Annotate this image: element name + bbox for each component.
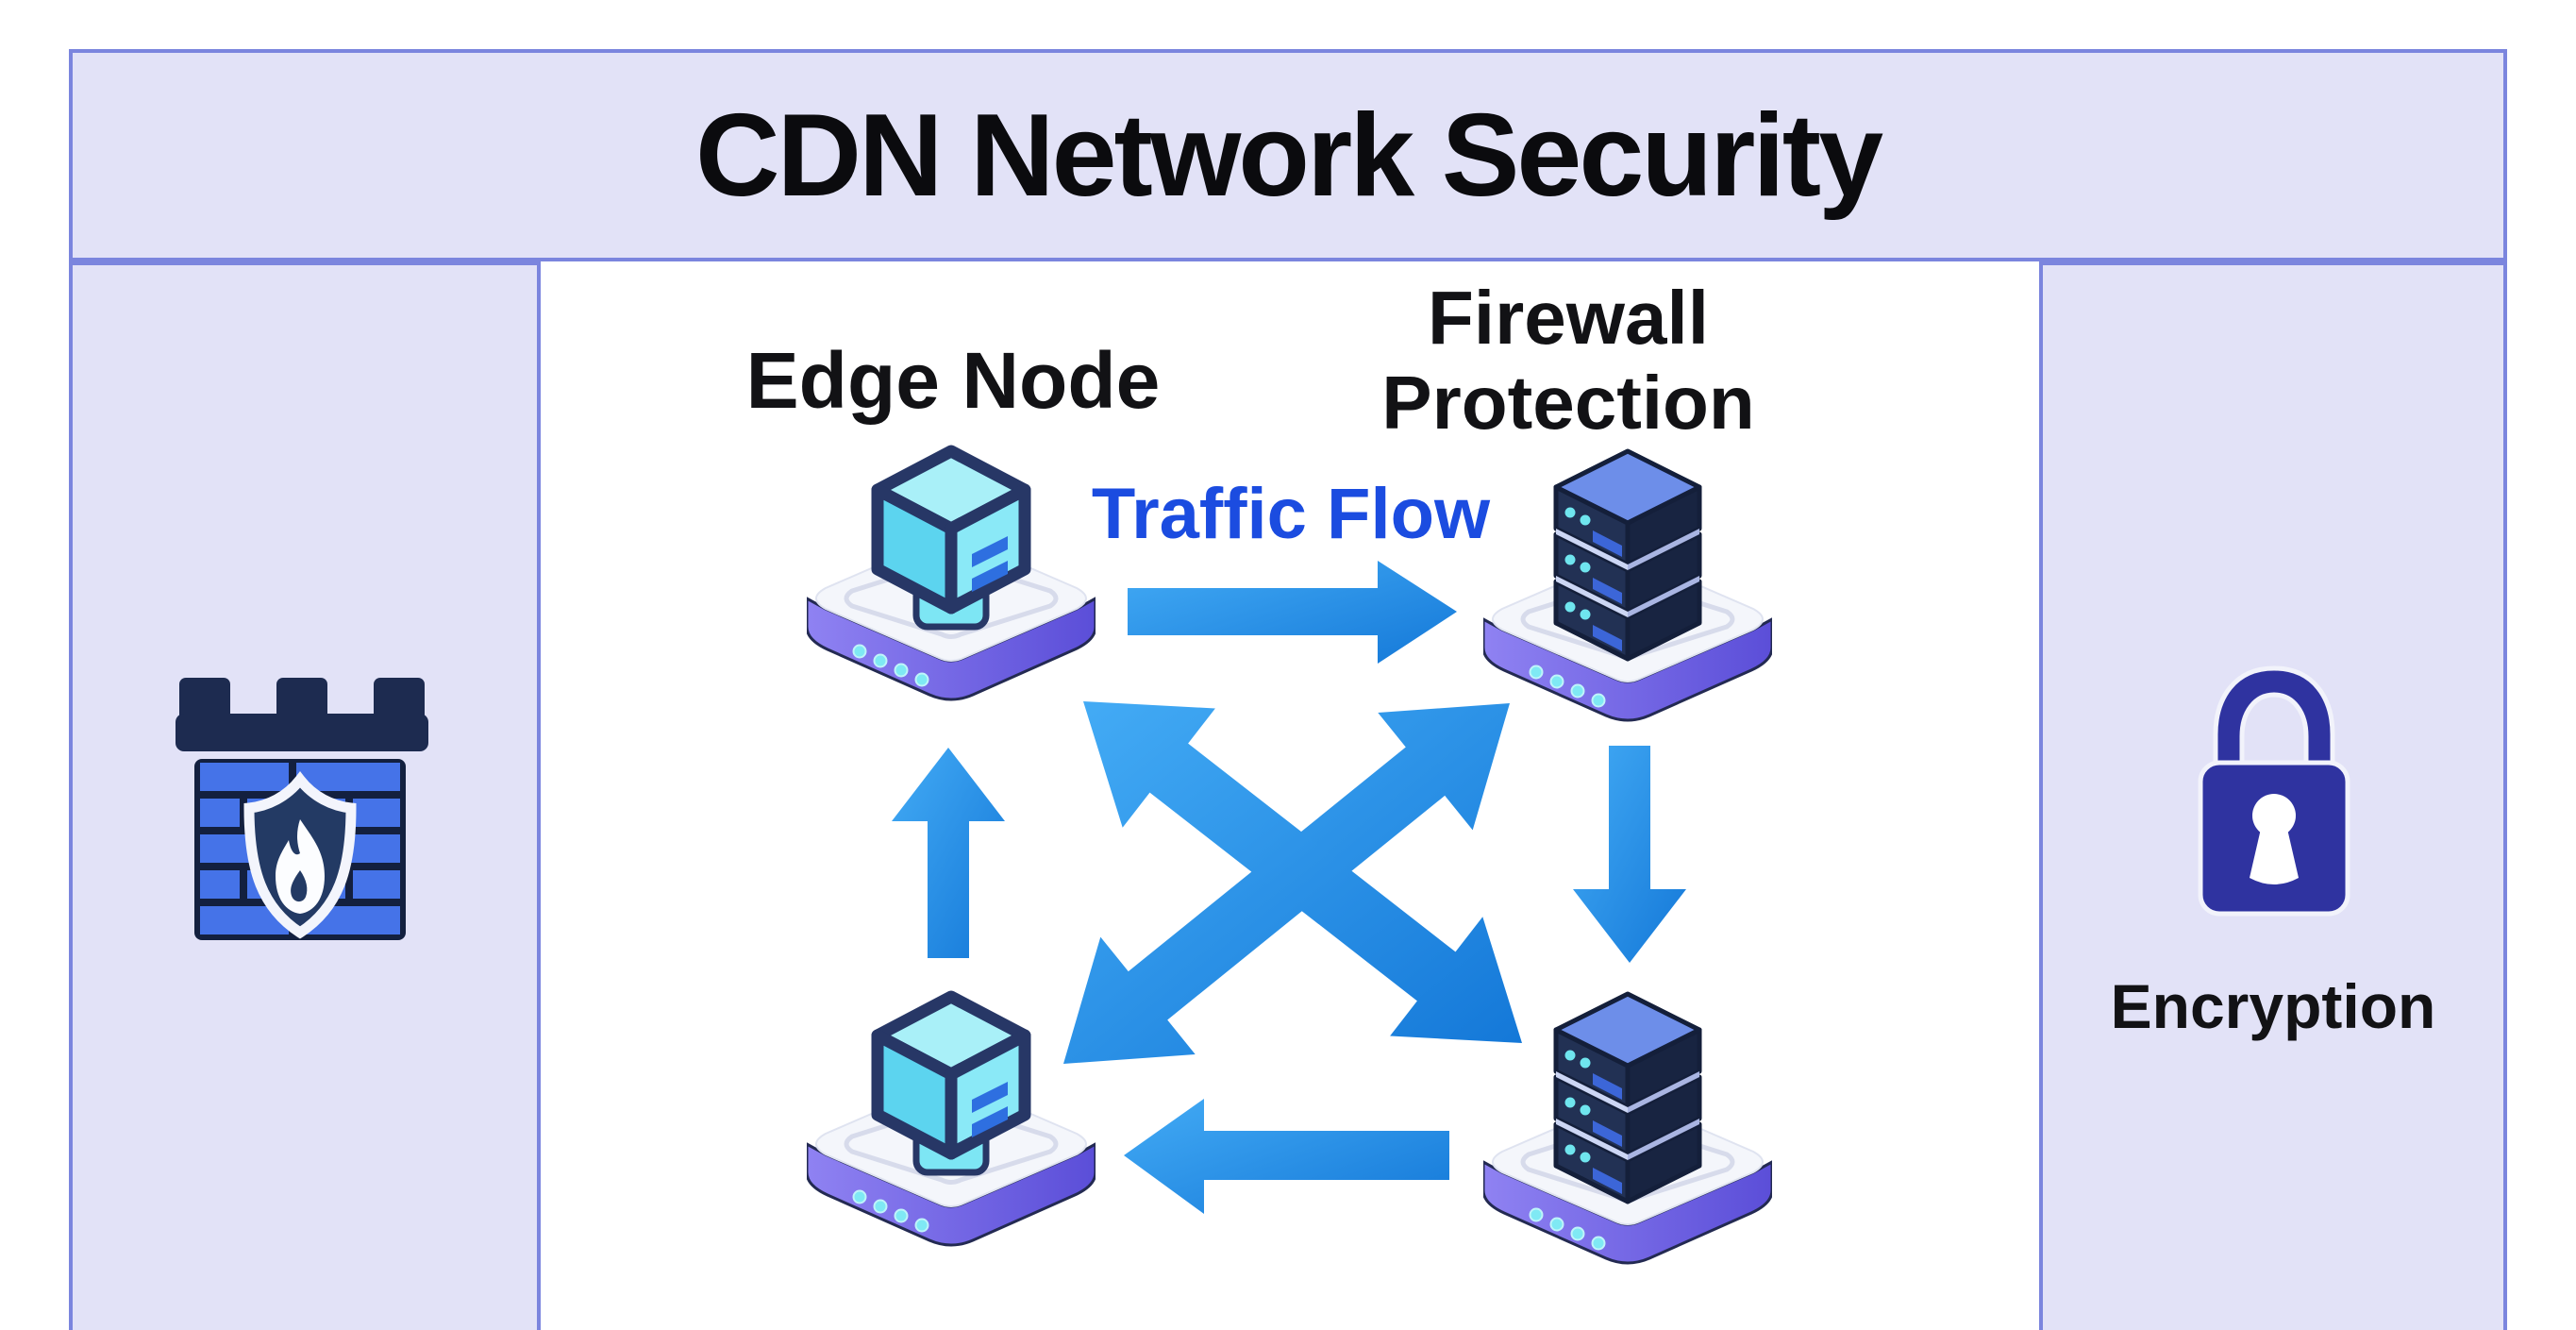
flame-icon [276, 819, 325, 914]
firewall-server-bottom-icon [1483, 985, 1772, 1273]
arrow-down-icon [1573, 746, 1686, 963]
page-title: CDN Network Security [694, 90, 1883, 221]
encryption-label: Encryption [2110, 971, 2436, 1041]
traffic-flow-label: Traffic Flow [1091, 474, 1491, 554]
keyhole-icon [2252, 794, 2296, 837]
firewall-icon [176, 678, 428, 940]
edge-node-label: Edge Node [745, 336, 1161, 425]
firewall-protection-label: Firewall Protection [1381, 276, 1755, 445]
firewall-server-top-icon [1483, 442, 1772, 731]
title-banner: CDN Network Security [69, 49, 2507, 261]
arrow-right-icon [1128, 561, 1457, 664]
edge-node-cube-top-icon [807, 444, 1096, 710]
arrow-left-icon [1124, 1099, 1449, 1214]
double-arrow-diagonal-up-icon [1063, 703, 1510, 1064]
arrow-up-icon [892, 748, 1005, 958]
lock-icon [2198, 665, 2350, 917]
double-arrow-diagonal-down-icon [1083, 701, 1522, 1043]
edge-node-cube-bottom-icon [807, 989, 1096, 1255]
